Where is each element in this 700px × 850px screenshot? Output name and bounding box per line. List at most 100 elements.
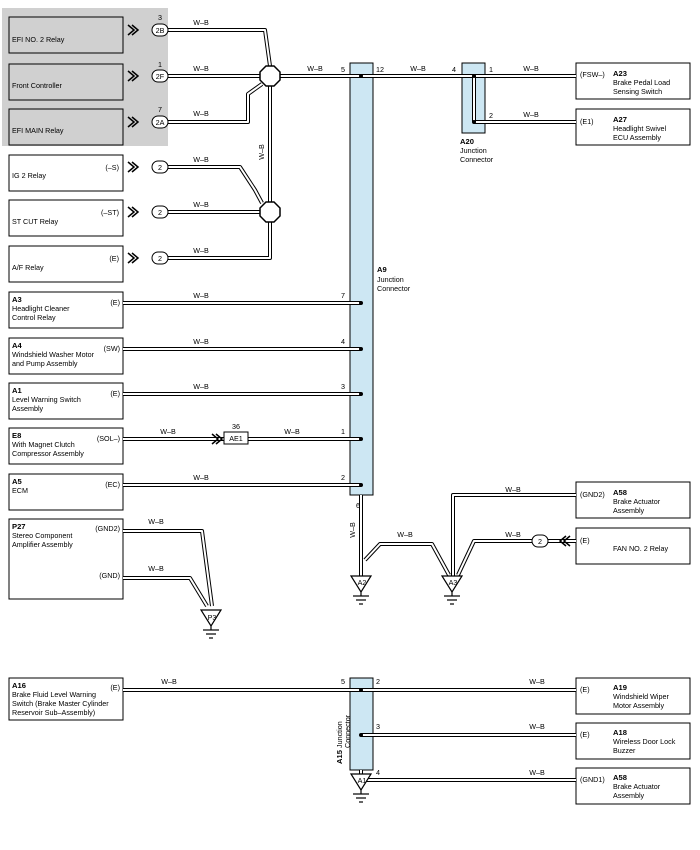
component-p27-signal-2: (GND) [99,571,120,580]
wire-label: W–B [307,64,323,73]
ground-a1-label: A1 [358,776,367,785]
component-a19-line2: Motor Assembly [613,701,665,710]
wire-label: W–B [193,18,209,27]
chevron-marker [127,161,140,173]
a9-pin-7: 7 [341,291,345,300]
plug-badge-label: 2 [538,537,542,546]
plug-badge-shape [151,160,169,174]
component-a1: A1 Level Warning Switch Assembly (E) [8,382,124,420]
plug-badge-shape [151,69,169,83]
component-e8-line1: With Magnet Clutch [12,440,75,449]
component-a5-line1: ECM [12,486,28,495]
plug-badge-shape [151,23,169,37]
relay-ig2: IG 2 Relay (–S) [8,154,124,192]
ground-a3 [440,575,464,605]
component-p27: P27 Stereo Component Amplifier Assembly … [8,518,124,600]
wire-label: W–B [523,64,539,73]
wire-core [168,166,263,204]
component-a3-signal: (E) [110,298,120,307]
chevron-marker [127,24,140,36]
component-a27-line1: Headlight Swivel [613,124,667,133]
component-a58-upper-line2: Assembly [613,506,645,515]
component-a19-id: A19 [613,683,627,692]
ae1-pin: 36 [232,422,240,431]
ground-a3-label: A3 [449,578,458,587]
relay-front-controller-label: Front Controller [12,81,63,90]
wire-label: W–B [193,382,209,391]
wire-label: W–B [348,522,357,538]
wire-core [452,494,576,578]
component-a58-lower-line2: Assembly [613,791,645,800]
component-a5: A5 ECM (EC) [8,473,124,511]
wire-label: W–B [193,246,209,255]
component-a1-signal: (E) [110,389,120,398]
plug-badge-shape [531,534,549,548]
a9-pin-bottom: 6 [356,501,360,510]
plug-badge-label: 2A [156,118,165,127]
plug-badge: 2A [151,115,169,129]
component-a58-upper-line1: Brake Actuator [613,497,661,506]
component-p27-signal-1: (GND2) [95,524,120,533]
plug-badge: 2F [151,69,169,83]
chevron-marker [211,433,224,445]
a20-pin-1: 1 [489,65,493,74]
plugs: 2B 2F 2A 2 2 2 2 [127,23,571,548]
a15-pin-5: 5 [341,677,345,686]
wire-label: W–B [193,109,209,118]
plug-badge: 2B [151,23,169,37]
relay-af-signal: (E) [109,254,119,263]
component-a4-signal: (SW) [104,344,120,353]
plug-badge: 2 [151,160,169,174]
a9-pin-3: 3 [341,382,345,391]
ae1-connector: AE1 [223,431,249,445]
a9-pin-2: 2 [341,473,345,482]
component-e8-line2: Compressor Assembly [12,449,84,458]
a15-line1: Junction [335,721,344,748]
component-a4-line2: and Pump Assembly [12,359,78,368]
relay-ig2-signal: (–S) [105,163,119,172]
component-a23-signal: (FSW–) [580,70,605,79]
wire-label: W–B [529,722,545,731]
component-a3: A3 Headlight Cleaner Control Relay (E) [8,291,124,329]
component-a18-line1: Wireless Door Lock [613,737,676,746]
component-e8-id: E8 [12,431,21,440]
component-e8-signal: (SOL–) [97,434,120,443]
a9-pin-4: 4 [341,337,345,346]
component-a1-line2: Assembly [12,404,44,413]
a15-line2: Connector [343,714,352,748]
plug-badge-label: 2 [158,163,162,172]
a9-line2: Connector [377,284,411,293]
a9-pin-in: 5 [341,65,345,74]
fan-relay-label: FAN NO. 2 Relay [613,544,669,553]
component-a27-line2: ECU Assembly [613,133,661,142]
junction-dot [359,688,363,692]
component-a4: A4 Windshield Washer Motor and Pump Asse… [8,337,124,375]
component-a19-signal: (E) [580,685,590,694]
junction-connector-a9 [349,62,374,496]
chevron-marker [127,70,140,82]
component-a23-id: A23 [613,69,627,78]
a20-pin-4: 4 [452,65,456,74]
relay-st-cut-signal: (–ST) [101,208,119,217]
component-a1-line1: Level Warning Switch [12,395,81,404]
wire-core [168,83,263,123]
component-a23-line1: Brake Pedal Load [613,78,670,87]
plug-badge: 2 [151,251,169,265]
plug-badge-label: 2F [156,72,165,81]
junction-dot [359,437,363,441]
wire-labels: W–B W–B W–B W–B W–B W–B W–B W–B W–B W–B … [148,18,545,777]
a20-line1: Junction [460,146,487,155]
wire [363,542,451,576]
component-a23-line2: Sensing Switch [613,87,662,96]
component-a1-id: A1 [12,386,22,395]
wire-label: W–B [161,677,177,686]
junction-dot [359,347,363,351]
component-p27-id: P27 [12,522,26,531]
relay-st-cut: ST CUT Relay (–ST) [8,199,124,237]
wires [123,28,576,785]
component-a16: A16 Brake Fluid Level Warning Switch (Br… [8,677,124,721]
component-a5-id: A5 [12,477,22,486]
wire [168,222,272,260]
plug-badge: 2 [531,534,549,548]
